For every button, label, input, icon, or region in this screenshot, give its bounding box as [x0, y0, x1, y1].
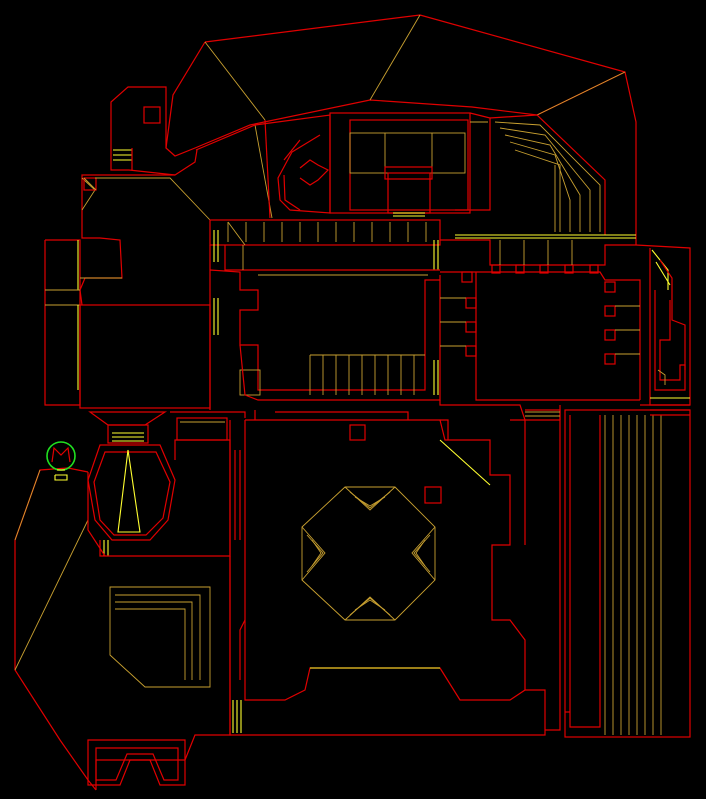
east-tower: [635, 244, 691, 406]
stair-hall: [209, 219, 441, 271]
west-wing: [14, 467, 231, 791]
nw-room: [81, 86, 211, 239]
north-hull: [165, 14, 637, 245]
player-marker-icon: [46, 441, 76, 481]
south-main-chamber: [229, 410, 546, 736]
central-upper-structure: [195, 112, 636, 239]
central-hall: [209, 269, 441, 401]
west-chamber: [44, 237, 211, 410]
west-lift: [87, 411, 246, 557]
east-corridor: [439, 239, 641, 421]
east-striped-hall: [525, 405, 691, 738]
